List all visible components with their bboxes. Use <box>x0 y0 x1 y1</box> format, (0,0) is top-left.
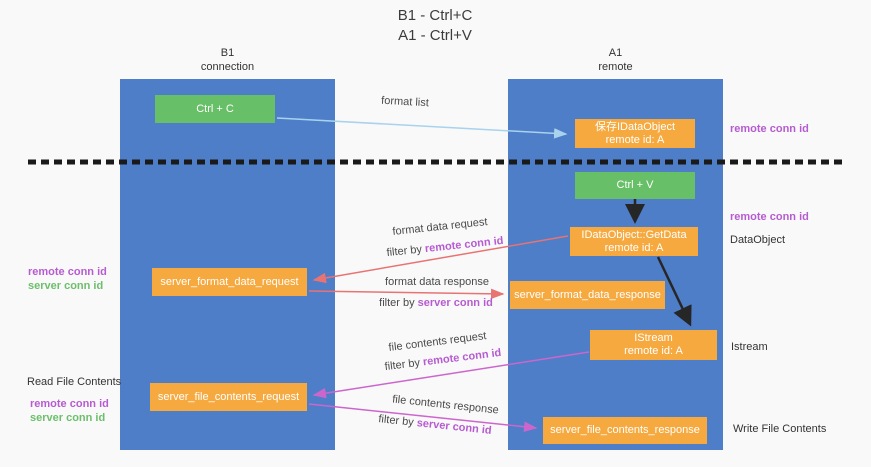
node-ctrl-v: Ctrl + V <box>575 172 695 199</box>
right-remote-conn-id-mid: remote conn id <box>730 211 809 223</box>
remote-conn-id-text: remote conn id <box>28 266 107 278</box>
arrow-format-data-response <box>308 288 505 300</box>
node-server-format-data-request: server_format_data_request <box>152 268 307 296</box>
edge-label-filter-server-1: filter by server conn id <box>366 297 506 309</box>
lane-header-a1: A1 remote <box>508 46 723 74</box>
diagram-title: B1 - Ctrl+C A1 - Ctrl+V <box>335 6 535 46</box>
node-server-file-contents-request: server_file_contents_request <box>150 383 307 411</box>
node-server-format-data-response-label: server_format_data_response <box>514 288 661 301</box>
filter-by-text: filter by <box>386 243 426 260</box>
left-server-conn-id-top: server conn id <box>28 280 103 292</box>
istream-text: Istream <box>731 341 768 353</box>
server-conn-id-text: server conn id <box>417 297 493 309</box>
node-server-format-data-request-label: server_format_data_request <box>160 275 299 288</box>
node-server-file-contents-response: server_file_contents_response <box>543 417 707 444</box>
edge-label-format-list-text: format list <box>380 94 430 110</box>
lane-a1-name: A1 <box>608 47 623 59</box>
right-remote-conn-id-top: remote conn id <box>730 123 809 135</box>
title-line-b1: B1 - Ctrl+C <box>397 7 473 24</box>
write-file-contents-text: Write File Contents <box>733 423 827 435</box>
node-save-idataobject: 保存IDataObject remote id: A <box>575 119 695 148</box>
left-read-file-contents-label: Read File Contents <box>27 376 121 388</box>
read-file-contents-text: Read File Contents <box>27 376 122 388</box>
remote-conn-id-text: remote conn id <box>422 346 502 369</box>
dataobject-text: DataObject <box>730 234 786 246</box>
left-server-conn-id-bottom: server conn id <box>30 412 105 424</box>
remote-conn-id-text: remote conn id <box>424 234 504 256</box>
node-ctrl-c-label: Ctrl + C <box>196 102 234 115</box>
filter-by-text: filter by <box>377 413 418 430</box>
filter-by-text: filter by <box>379 297 418 309</box>
right-write-file-contents-label: Write File Contents <box>733 423 826 435</box>
lane-b1-name: B1 <box>220 47 235 59</box>
server-conn-id-text: server conn id <box>416 417 493 437</box>
left-remote-conn-id-bottom: remote conn id <box>30 398 109 410</box>
remote-conn-id-text: remote conn id <box>730 211 809 223</box>
right-istream-label: Istream <box>731 341 768 353</box>
node-istream-remote-id: remote id: A <box>624 345 683 357</box>
server-conn-id-text: server conn id <box>28 280 104 292</box>
right-dataobject-label: DataObject <box>730 234 785 246</box>
edge-label-filter-server-2: filter by server conn id <box>365 412 505 439</box>
edge-label-format-data-response: format data response <box>372 276 502 288</box>
node-istream: IStream remote id: A <box>590 330 717 360</box>
node-ctrl-v-label: Ctrl + V <box>616 179 654 191</box>
edge-label-format-data-response-text: format data response <box>385 276 489 288</box>
edge-label-format-data-request-text: format data request <box>391 216 489 238</box>
node-save-idataobject-remote-id: remote id: A <box>605 133 665 146</box>
node-server-file-contents-request-label: server_file_contents_request <box>157 390 300 403</box>
node-save-idataobject-title: 保存IDataObject <box>594 120 676 133</box>
node-istream-title: IStream <box>634 332 673 344</box>
lane-b1-role: connection <box>200 61 255 73</box>
node-server-file-contents-response-label: server_file_contents_response <box>550 424 700 436</box>
node-ctrl-c: Ctrl + C <box>155 95 275 123</box>
filter-by-text: filter by <box>384 356 424 374</box>
lane-header-b1: B1 connection <box>120 46 335 74</box>
lane-a1-role: remote <box>598 61 633 73</box>
node-server-format-data-response: server_format_data_response <box>510 281 665 309</box>
server-conn-id-text: server conn id <box>30 412 106 424</box>
node-getdata-title: IDataObject::GetData <box>581 228 687 241</box>
left-remote-conn-id-top: remote conn id <box>28 266 107 278</box>
edge-label-format-list: format list <box>360 94 451 111</box>
node-getdata-remote-id: remote id: A <box>604 241 664 254</box>
edge-label-file-contents-response-text: file contents response <box>391 393 500 417</box>
remote-conn-id-text: remote conn id <box>30 398 109 410</box>
node-idataobject-getdata: IDataObject::GetData remote id: A <box>570 227 698 256</box>
title-line-a1: A1 - Ctrl+V <box>398 27 472 44</box>
remote-conn-id-text: remote conn id <box>730 123 809 135</box>
